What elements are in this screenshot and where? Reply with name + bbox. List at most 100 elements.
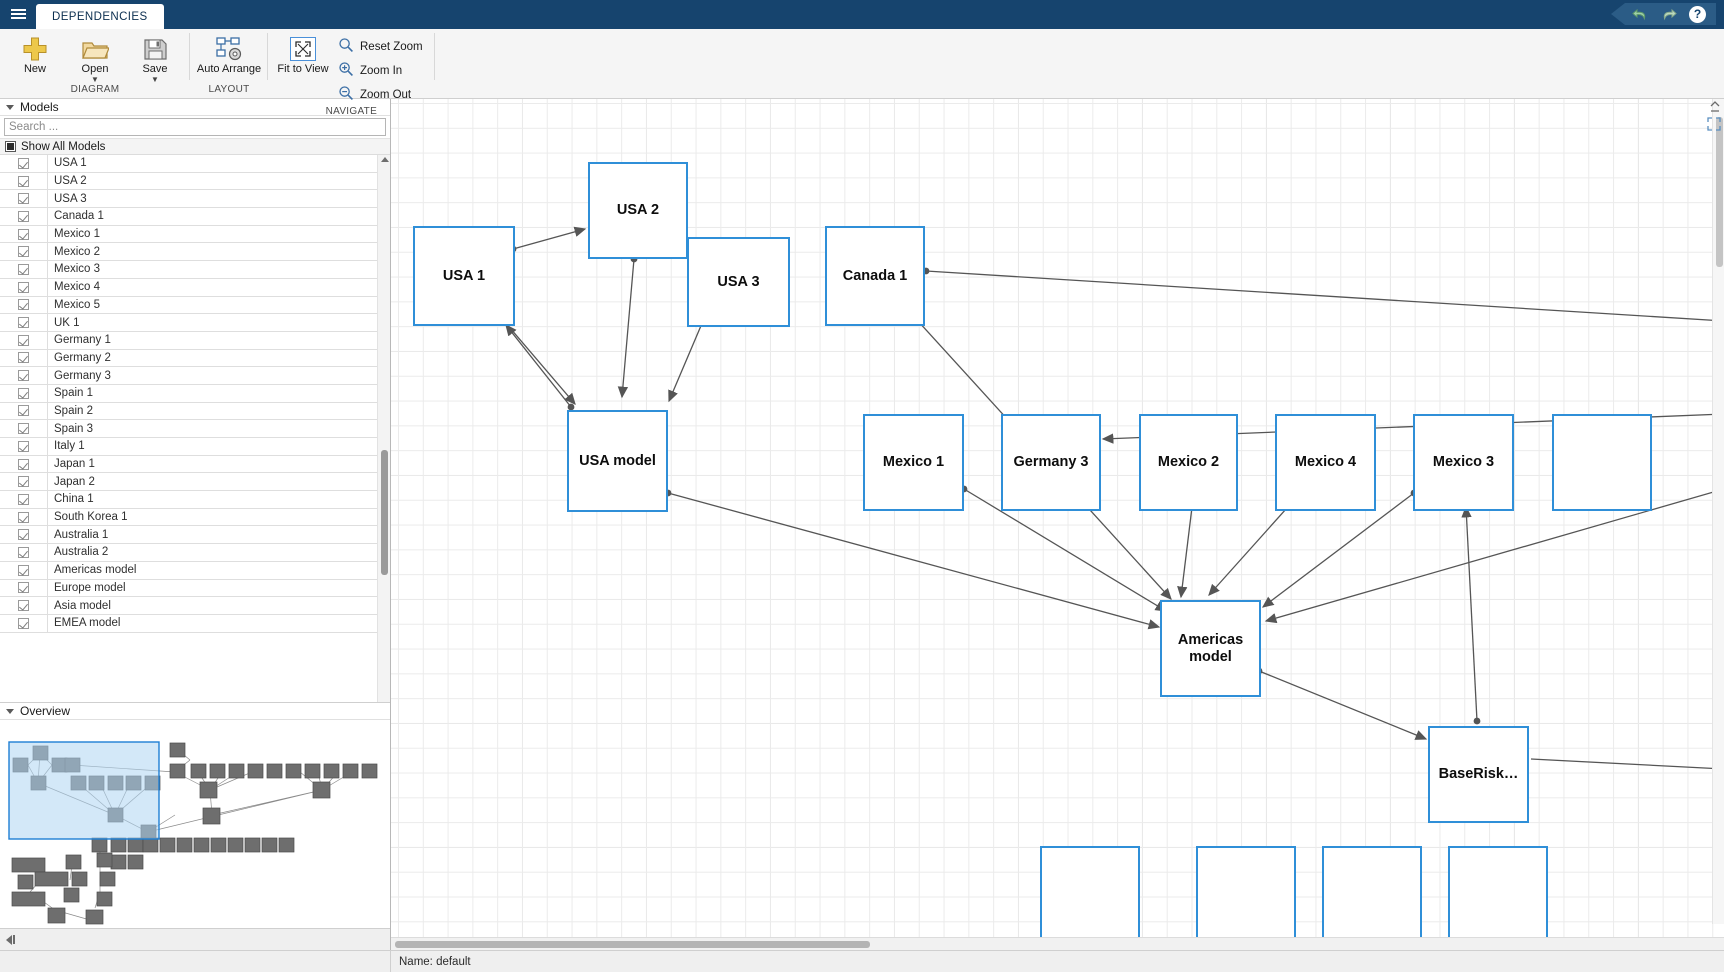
canvas-expand-icon[interactable] [1707, 117, 1721, 131]
model-checkbox[interactable] [18, 440, 29, 452]
model-row[interactable]: Spain 1 [0, 384, 377, 403]
model-checkbox-cell[interactable] [0, 261, 48, 278]
model-checkbox-cell[interactable] [0, 526, 48, 544]
model-checkbox[interactable] [18, 476, 29, 488]
model-checkbox-cell[interactable] [0, 402, 48, 420]
go-to-start-icon[interactable] [6, 934, 15, 945]
help-icon[interactable]: ? [1689, 5, 1706, 23]
diagram-node[interactable] [1448, 846, 1548, 937]
model-checkbox[interactable] [18, 193, 29, 205]
zoom-in-button[interactable]: Zoom In [336, 59, 429, 82]
model-checkbox[interactable] [18, 317, 29, 329]
model-checkbox[interactable] [18, 299, 29, 311]
model-checkbox-cell[interactable] [0, 420, 48, 437]
model-checkbox-cell[interactable] [0, 155, 48, 172]
model-checkbox[interactable] [18, 423, 29, 435]
model-checkbox-cell[interactable] [0, 349, 48, 367]
model-checkbox-cell[interactable] [0, 172, 48, 190]
model-row[interactable]: Mexico 3 [0, 261, 377, 279]
model-checkbox-cell[interactable] [0, 614, 48, 632]
model-checkbox[interactable] [18, 600, 29, 612]
model-row[interactable]: Spain 3 [0, 420, 377, 438]
model-checkbox-cell[interactable] [0, 190, 48, 208]
model-checkbox[interactable] [18, 387, 29, 399]
model-checkbox-cell[interactable] [0, 455, 48, 473]
model-checkbox[interactable] [18, 281, 29, 293]
model-checkbox-cell[interactable] [0, 579, 48, 597]
model-checkbox[interactable] [18, 405, 29, 417]
diagram-node[interactable]: USA 2 [588, 162, 688, 259]
model-row[interactable]: UK 1 [0, 314, 377, 332]
model-checkbox-cell[interactable] [0, 225, 48, 243]
model-checkbox[interactable] [18, 458, 29, 470]
model-row[interactable]: Japan 2 [0, 473, 377, 492]
model-checkbox[interactable] [18, 228, 29, 240]
model-checkbox-cell[interactable] [0, 561, 48, 579]
model-checkbox-cell[interactable] [0, 508, 48, 526]
overview-thumbnail[interactable] [0, 720, 390, 928]
diagram-node[interactable]: Americas model [1160, 600, 1261, 697]
canvas-scroll-up-icon[interactable] [1708, 100, 1722, 114]
model-checkbox-cell[interactable] [0, 367, 48, 384]
model-checkbox[interactable] [18, 334, 29, 346]
model-row[interactable]: Germany 1 [0, 331, 377, 350]
model-checkbox-cell[interactable] [0, 296, 48, 314]
model-checkbox[interactable] [18, 175, 29, 187]
model-checkbox[interactable] [18, 617, 29, 629]
diagram-node[interactable] [1040, 846, 1140, 937]
model-checkbox-cell[interactable] [0, 544, 48, 561]
model-row[interactable]: Mexico 4 [0, 278, 377, 297]
collapse-overview-caret-icon[interactable] [6, 708, 14, 714]
models-list-scroll-thumb[interactable] [381, 450, 388, 575]
search-input[interactable] [4, 118, 386, 136]
diagram-node[interactable]: Mexico 1 [863, 414, 964, 511]
model-row[interactable]: Spain 2 [0, 402, 377, 421]
canvas-horizontal-scroll-thumb[interactable] [395, 941, 870, 948]
model-checkbox[interactable] [18, 157, 29, 169]
model-row[interactable]: Germany 3 [0, 367, 377, 385]
model-checkbox[interactable] [18, 493, 29, 505]
undo-icon[interactable] [1629, 4, 1649, 24]
show-all-models-checkbox[interactable] [5, 141, 16, 152]
diagram-node[interactable]: Mexico 4 [1275, 414, 1376, 511]
model-row[interactable]: USA 1 [0, 155, 377, 173]
diagram-node[interactable] [1322, 846, 1422, 937]
diagram-node[interactable]: USA model [567, 410, 668, 512]
diagram-node[interactable]: Canada 1 [825, 226, 925, 326]
collapse-models-caret-icon[interactable] [6, 104, 14, 110]
scroll-up-arrow-icon[interactable] [381, 157, 389, 162]
model-row[interactable]: Mexico 5 [0, 296, 377, 315]
model-checkbox[interactable] [18, 246, 29, 258]
canvas-vertical-scroll-thumb[interactable] [1716, 117, 1723, 267]
model-checkbox-cell[interactable] [0, 384, 48, 402]
auto-arrange-button[interactable]: Auto Arrange [196, 33, 262, 75]
canvas-vertical-scrollbar[interactable] [1712, 99, 1724, 924]
reset-zoom-button[interactable]: Reset Zoom [336, 35, 429, 58]
model-row[interactable]: Asia model [0, 597, 377, 615]
model-checkbox-cell[interactable] [0, 331, 48, 349]
open-button[interactable]: Open ▼ [66, 33, 124, 84]
model-checkbox[interactable] [18, 511, 29, 523]
diagram-node[interactable]: BaseRisk… [1428, 726, 1529, 823]
model-row[interactable]: Japan 1 [0, 455, 377, 474]
zoom-out-button[interactable]: Zoom Out [336, 83, 429, 106]
model-row[interactable]: Australia 1 [0, 526, 377, 545]
redo-icon[interactable] [1659, 4, 1679, 24]
diagram-node[interactable]: USA 3 [687, 237, 790, 327]
model-checkbox-cell[interactable] [0, 491, 48, 508]
save-dropdown-caret-icon[interactable]: ▼ [151, 75, 159, 84]
model-checkbox-cell[interactable] [0, 208, 48, 225]
diagram-node[interactable]: USA 1 [413, 226, 515, 326]
diagram-node[interactable]: Germany 3 [1001, 414, 1101, 511]
model-row[interactable]: Germany 2 [0, 349, 377, 368]
model-row[interactable]: USA 3 [0, 190, 377, 209]
models-list-scrollbar[interactable] [377, 155, 390, 702]
model-checkbox-cell[interactable] [0, 243, 48, 261]
diagram-node[interactable] [1552, 414, 1652, 511]
diagram-node[interactable]: Mexico 3 [1413, 414, 1514, 511]
model-checkbox[interactable] [18, 546, 29, 558]
model-row[interactable]: Italy 1 [0, 438, 377, 456]
model-row[interactable]: South Korea 1 [0, 508, 377, 527]
model-row[interactable]: China 1 [0, 491, 377, 509]
model-checkbox[interactable] [18, 263, 29, 275]
